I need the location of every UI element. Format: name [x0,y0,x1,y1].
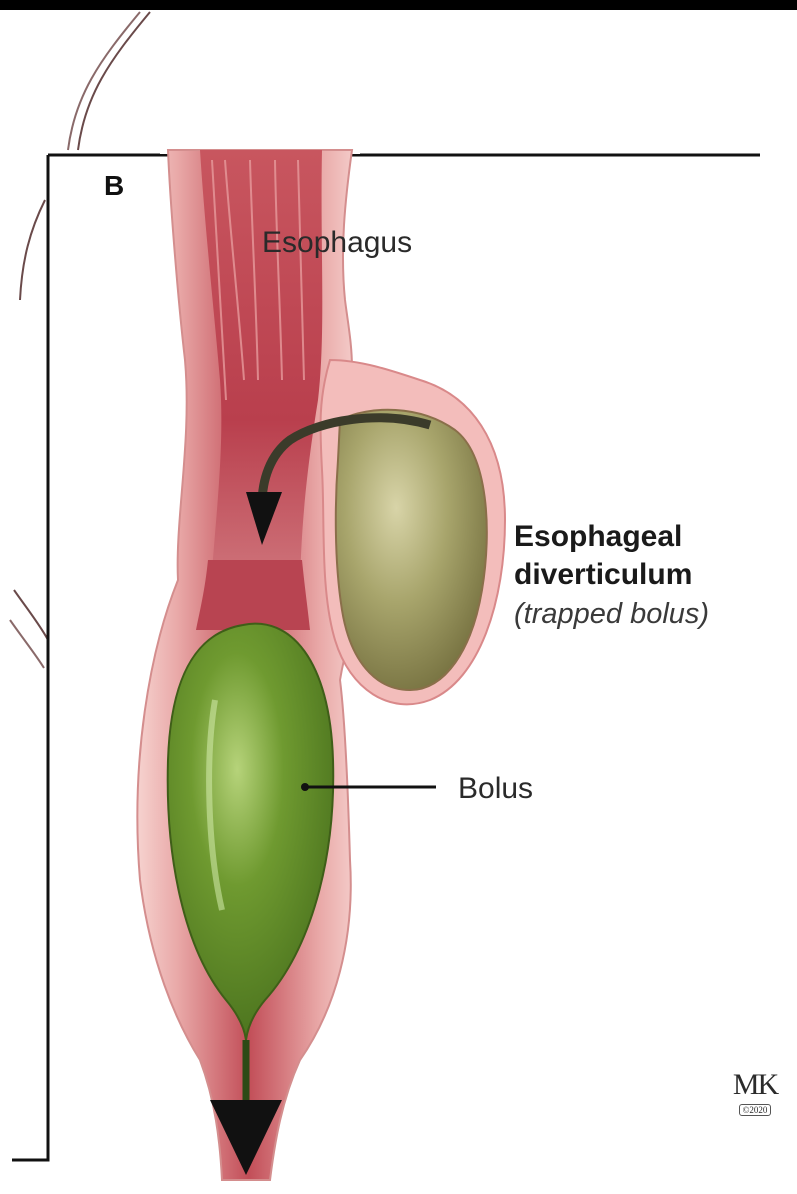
background-curve-line [68,12,140,150]
esophagus-label: Esophagus [262,226,412,260]
diverticulum-label: Esophageal diverticulum [514,518,692,594]
esophagus-lower-lumen [196,560,310,630]
diverticulum-label-line2: diverticulum [514,556,692,594]
publisher-logo-letters: MK [732,1070,778,1100]
bolus-leader-dot [301,783,309,791]
background-curve-line [10,620,44,668]
frame-line-left [12,155,48,1160]
top-bar [0,0,797,10]
bolus-label: Bolus [458,772,533,806]
background-curve-line [20,200,45,300]
publisher-logo-year: ©2020 [739,1104,772,1116]
panel-letter: B [104,170,124,202]
trapped-bolus-pouch [336,410,487,690]
diverticulum-label-line1: Esophageal [514,518,692,556]
diverticulum-sublabel: (trapped bolus) [514,598,709,631]
publisher-logo: MK ©2020 [732,1070,778,1166]
background-curve-line [78,12,150,150]
